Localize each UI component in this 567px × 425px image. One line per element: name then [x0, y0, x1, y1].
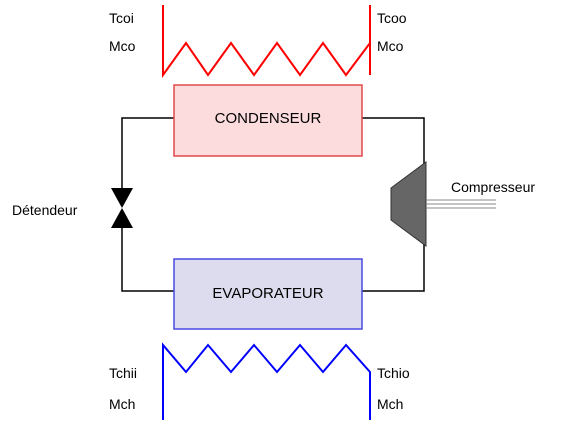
evaporator-label: EVAPORATEUR [212, 285, 324, 302]
condenser-inlet-flow-label: Mco [109, 38, 136, 54]
refrigerant-loop [121, 117, 425, 292]
compressor-icon [390, 161, 427, 247]
evaporator-inlet-flow-label: Mch [109, 396, 136, 412]
loop-line-left-bottom [121, 226, 174, 292]
evaporator-box [173, 258, 363, 330]
condenser-outlet-flow-label: Mco [377, 38, 404, 54]
evaporator-outlet-temp-label: Tchio [377, 365, 410, 381]
condenser-outlet-temp-label: Tcoo [377, 10, 407, 26]
condenser-label: CONDENSEUR [214, 110, 322, 127]
compressor-label: Compresseur [451, 179, 536, 195]
evaporator-coil [162, 342, 371, 420]
condenser-coil [162, 5, 371, 79]
condenser-inlet-temp-label: Tcoi [109, 10, 134, 26]
expansion-valve-label: Détendeur [12, 202, 78, 218]
loop-line-left-top [121, 117, 174, 190]
condenser-box [173, 84, 363, 157]
compressor-shaft [426, 199, 496, 209]
loop-line-right-top [362, 117, 425, 170]
evaporator-outlet-flow-label: Mch [377, 396, 404, 412]
evaporator-inlet-temp-label: Tchii [109, 365, 138, 381]
loop-line-right-bottom [362, 240, 425, 292]
expansion-valve-icon [111, 188, 133, 228]
